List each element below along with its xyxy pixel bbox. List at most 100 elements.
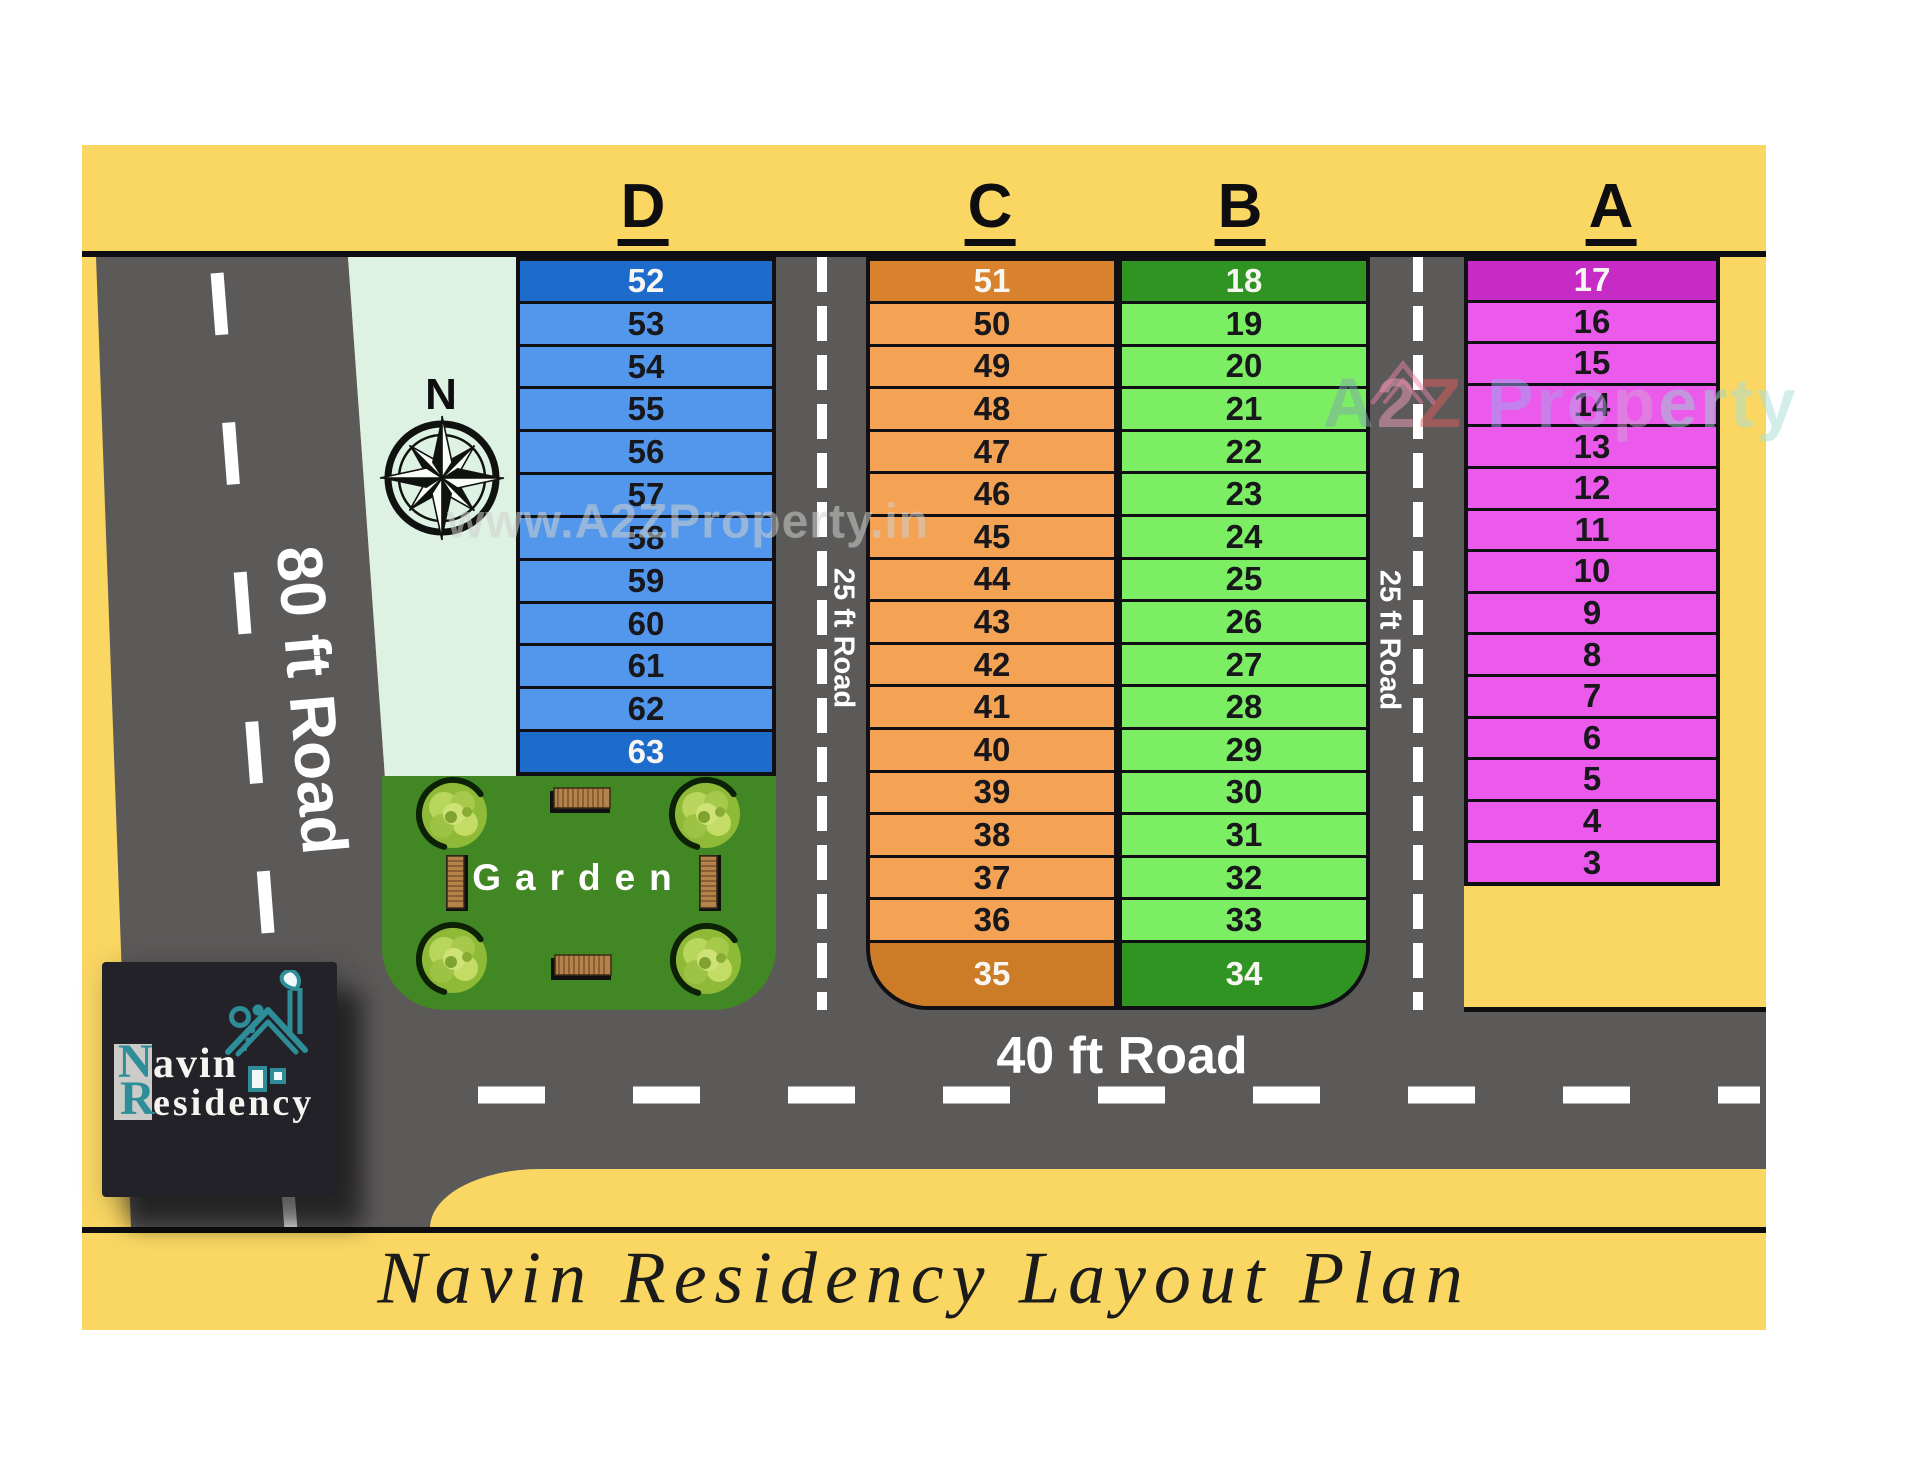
garden-label: Garden — [472, 857, 686, 898]
plot-52: 52 — [520, 261, 772, 304]
mint-open-area — [348, 257, 517, 778]
garden-bench-top — [549, 787, 611, 814]
garden-bench-right — [698, 854, 722, 912]
plot-58: 58 — [520, 517, 772, 561]
watermark-letter: A — [1323, 364, 1377, 442]
plot-55: 55 — [520, 389, 772, 433]
garden-tree-top-left — [411, 776, 494, 856]
section-label-a: A — [1585, 176, 1637, 246]
plot-53: 53 — [520, 303, 772, 347]
plot-32: 32 — [1122, 857, 1366, 901]
plot-34: 34 — [1122, 942, 1366, 1006]
plot-5: 5 — [1468, 760, 1716, 802]
plot-57: 57 — [520, 475, 772, 518]
plot-19: 19 — [1122, 304, 1366, 347]
page-title: Navin Residency Layout Plan — [377, 1237, 1471, 1320]
plot-15: 15 — [1468, 344, 1716, 386]
plot-49: 49 — [870, 346, 1114, 390]
garden-bench-bottom — [550, 954, 612, 981]
logo-initial-n: N — [118, 1035, 153, 1088]
watermark-house-icon — [1370, 359, 1436, 405]
plot-44: 44 — [870, 559, 1114, 603]
plot-28: 28 — [1122, 687, 1366, 730]
plot-40: 40 — [870, 729, 1114, 773]
plot-16: 16 — [1468, 302, 1716, 345]
road-label-25ft-west: 25 ft Road — [827, 567, 860, 709]
garden-bench-left — [445, 854, 469, 912]
watermark-letter: e — [1658, 364, 1701, 442]
garden-area: Garden — [382, 776, 776, 1010]
section-label-b: B — [1214, 176, 1266, 246]
plot-39: 39 — [870, 772, 1114, 816]
plot-20: 20 — [1122, 346, 1366, 390]
road-label-40ft: 40 ft Road — [996, 1027, 1248, 1085]
bottom-boundary-line — [82, 1227, 1766, 1233]
plot-27: 27 — [1122, 644, 1366, 688]
plot-23: 23 — [1122, 474, 1366, 517]
plot-13: 13 — [1468, 427, 1716, 469]
garden-tree-bottom-left — [411, 917, 494, 1000]
plot-12: 12 — [1468, 468, 1716, 511]
watermark-letter: P — [1486, 364, 1537, 442]
plot-31: 31 — [1122, 815, 1366, 858]
plot-63: 63 — [520, 732, 772, 772]
plot-24: 24 — [1122, 516, 1366, 560]
watermark-letter: Z — [1418, 364, 1465, 442]
plot-33: 33 — [1122, 900, 1366, 943]
watermark-right: A2Z Property — [1323, 363, 1799, 443]
road-label-25ft-east: 25 ft Road — [1373, 569, 1406, 711]
watermark-letter: y — [1756, 364, 1799, 442]
plot-22: 22 — [1122, 431, 1366, 475]
plot-43: 43 — [870, 602, 1114, 645]
plot-36: 36 — [870, 900, 1114, 943]
plot-14: 14 — [1468, 385, 1716, 428]
plot-26: 26 — [1122, 602, 1366, 645]
plot-38: 38 — [870, 815, 1114, 858]
plot-9: 9 — [1468, 593, 1716, 636]
plot-11: 11 — [1468, 510, 1716, 553]
compass-north-label: N — [425, 370, 457, 419]
plot-8: 8 — [1468, 635, 1716, 677]
watermark-letter: 2 — [1376, 364, 1419, 442]
plot-35: 35 — [870, 942, 1114, 1006]
plot-60: 60 — [520, 603, 772, 647]
plot-41: 41 — [870, 687, 1114, 730]
logo-initial-block-r — [114, 1083, 152, 1120]
plot-45: 45 — [870, 516, 1114, 560]
plot-3: 3 — [1468, 843, 1716, 882]
section-label-c: C — [964, 176, 1016, 246]
plot-4: 4 — [1468, 801, 1716, 844]
logo-initial-block-n — [114, 1044, 152, 1083]
plot-21: 21 — [1122, 389, 1366, 432]
section-label-d: D — [617, 176, 669, 246]
plot-50: 50 — [870, 304, 1114, 347]
garden-tree-top-right — [664, 776, 747, 856]
watermark-center: www.A2ZProperty.in — [447, 495, 930, 549]
watermark-letter: t — [1730, 364, 1757, 442]
garden-tree-bottom-right — [665, 918, 748, 1001]
watermark-letter: r — [1536, 364, 1567, 442]
plot-37: 37 — [870, 857, 1114, 901]
watermark-house-roof-inner — [1383, 376, 1423, 404]
plot-51: 51 — [870, 261, 1114, 304]
watermark-letter — [1464, 364, 1486, 442]
logo-initial-r: R — [120, 1072, 155, 1125]
compass-rose-icon — [379, 415, 505, 541]
plot-54: 54 — [520, 346, 772, 390]
plot-29: 29 — [1122, 729, 1366, 773]
logo-word-avin: avin — [153, 1041, 239, 1087]
watermark-letter: o — [1566, 364, 1613, 442]
plot-56: 56 — [520, 432, 772, 476]
plot-17: 17 — [1468, 261, 1716, 303]
plot-6: 6 — [1468, 718, 1716, 761]
title-band: Navin Residency Layout Plan — [82, 1233, 1766, 1330]
plot-7: 7 — [1468, 676, 1716, 719]
plot-46: 46 — [870, 474, 1114, 517]
top-boundary-line — [82, 251, 1766, 257]
navin-residency-logo: N avin R esidency — [102, 962, 337, 1197]
watermark-letter: r — [1700, 364, 1731, 442]
